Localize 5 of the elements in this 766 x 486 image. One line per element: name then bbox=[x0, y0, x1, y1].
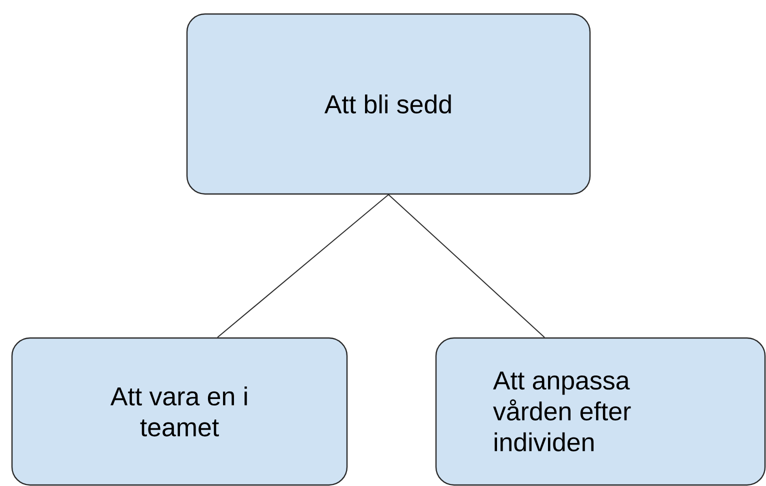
connector-line bbox=[217, 194, 389, 338]
connector-line bbox=[388, 194, 545, 338]
rounded-box: Att vara en i teamet bbox=[11, 337, 348, 486]
rounded-box: Att anpassa vården efter individen bbox=[435, 337, 766, 486]
rounded-box: Att bli sedd bbox=[186, 13, 591, 195]
